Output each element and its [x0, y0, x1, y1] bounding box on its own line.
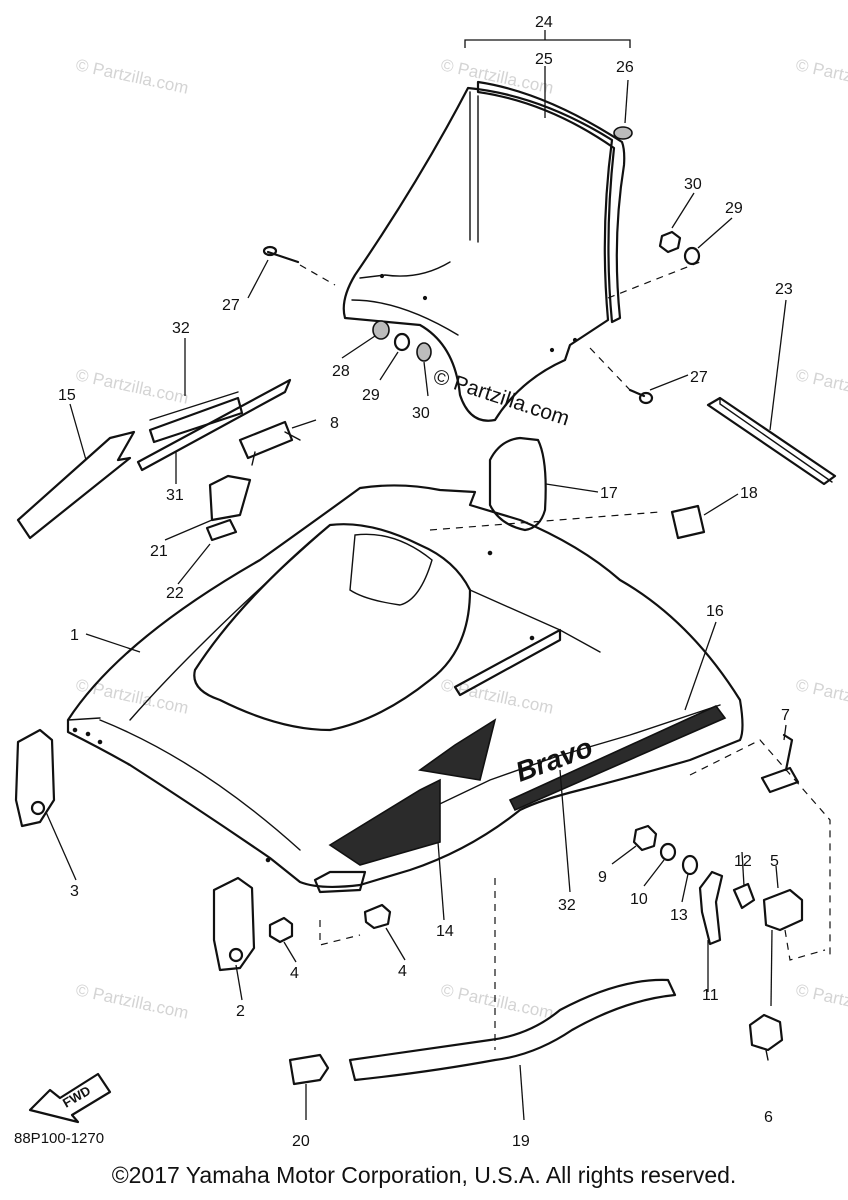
callout: 29: [362, 387, 380, 404]
callout: 9: [598, 869, 607, 886]
latch-hardware: [632, 733, 831, 1061]
callout: 20: [292, 1133, 310, 1150]
callout: 17: [600, 485, 618, 502]
callout: 6: [764, 1109, 773, 1126]
rubber-grommet: [613, 126, 633, 140]
callout: 21: [150, 543, 168, 560]
callout: 25: [535, 51, 553, 68]
diagram-id: 88P100-1270: [14, 1130, 105, 1147]
fwd-arrow-icon: FWD: [28, 1072, 112, 1124]
callout: 8: [330, 415, 339, 432]
lock-washer: [683, 246, 701, 266]
hinges: [14, 728, 256, 972]
decal-32: [148, 396, 244, 444]
pad-17: [488, 436, 547, 532]
callout: 19: [512, 1133, 530, 1150]
callout: 10: [630, 891, 648, 908]
bolt: [266, 250, 300, 264]
bar-23: [706, 396, 837, 486]
callout: 5: [770, 853, 779, 870]
callout: 2: [236, 1003, 245, 1020]
watermark: © Partzilla.com: [794, 365, 848, 407]
callout: 30: [412, 405, 430, 422]
callout: 31: [166, 487, 184, 504]
callout: 32: [172, 320, 190, 337]
windshield: [342, 80, 626, 422]
callout: 12: [734, 853, 752, 870]
callout: 3: [70, 883, 79, 900]
callout: 28: [332, 363, 350, 380]
callout: 23: [775, 281, 793, 298]
decals-left: [16, 378, 292, 540]
callout: 11: [702, 987, 719, 1004]
decal-15: [16, 430, 136, 540]
leader-lines: [45, 66, 787, 1121]
callout: 32: [558, 897, 576, 914]
watermark: © Partzilla.com: [794, 55, 848, 97]
vent-parts: [205, 420, 301, 542]
callout: 26: [616, 59, 634, 76]
watermark-center: © Partzilla.com: [430, 365, 572, 431]
decal-31: [136, 378, 292, 472]
callout: 22: [166, 585, 184, 602]
watermark: © Partzilla.com: [439, 675, 555, 717]
hardware-top: [262, 126, 701, 405]
watermark: © Partzilla.com: [439, 980, 555, 1022]
trim-strips: [288, 878, 677, 1086]
lock-washer: [393, 332, 411, 352]
watermark: © Partzilla.com: [74, 365, 190, 407]
watermark: © Partzilla.com: [794, 980, 848, 1022]
callout: 24: [535, 14, 553, 31]
callout: 29: [725, 200, 743, 217]
nut: [416, 342, 432, 362]
copyright-footer: ©2017 Yamaha Motor Corporation, U.S.A. A…: [111, 1162, 737, 1188]
washer: [372, 320, 390, 340]
callout-bracket-24: [464, 30, 631, 48]
pads: [429, 436, 706, 540]
callout: 1: [70, 627, 79, 644]
callout: 30: [684, 176, 702, 193]
watermark: © Partzilla.com: [794, 675, 848, 717]
grommets: [268, 903, 392, 946]
callout: 13: [670, 907, 688, 924]
hex-nut: [658, 230, 682, 254]
watermark: © Partzilla.com: [74, 55, 190, 97]
callout: 27: [690, 369, 708, 386]
callout: 15: [58, 387, 76, 404]
hood-body: Bravo: [66, 484, 744, 894]
callout: 7: [781, 707, 790, 724]
watermark: © Partzilla.com: [74, 980, 190, 1022]
callout: 16: [706, 603, 724, 620]
callout: 14: [436, 923, 454, 940]
callout: 27: [222, 297, 240, 314]
callout-numbers: 24 25 26 30 29 27 32 8 15 31 21 22 28 29…: [58, 14, 793, 1150]
callout: 4: [290, 965, 299, 982]
callout: 4: [398, 963, 407, 980]
pad-18: [670, 504, 706, 540]
callout: 18: [740, 485, 758, 502]
watermark: © Partzilla.com: [74, 675, 190, 717]
